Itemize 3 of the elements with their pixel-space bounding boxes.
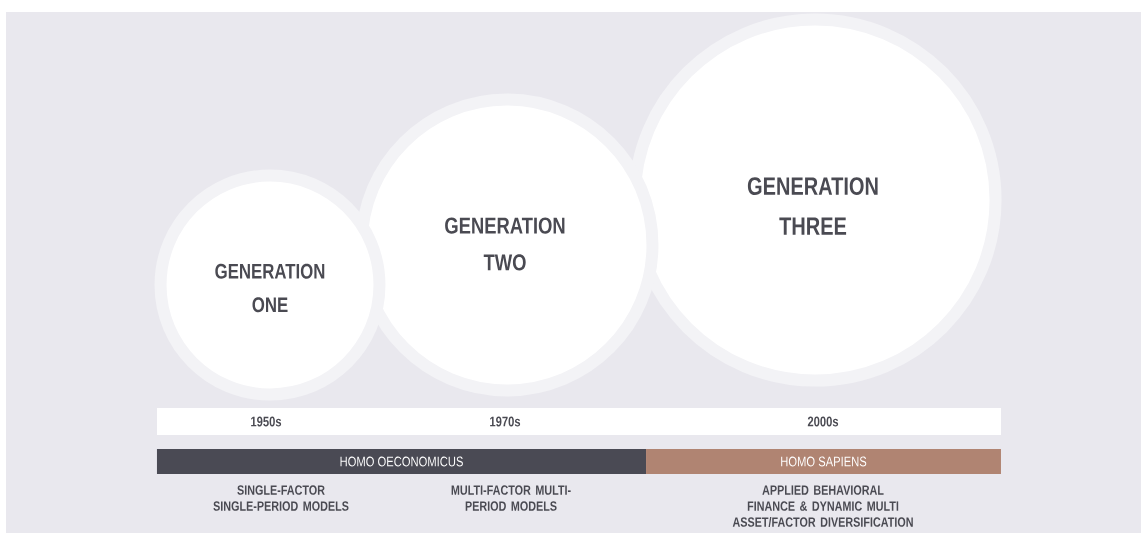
timeline-band: 1950s 1970s 2000s	[157, 408, 1001, 435]
era-bar: HOMO SAPIENS	[646, 448, 1001, 475]
era-bar: HOMO OECONOMICUS	[156, 448, 647, 475]
